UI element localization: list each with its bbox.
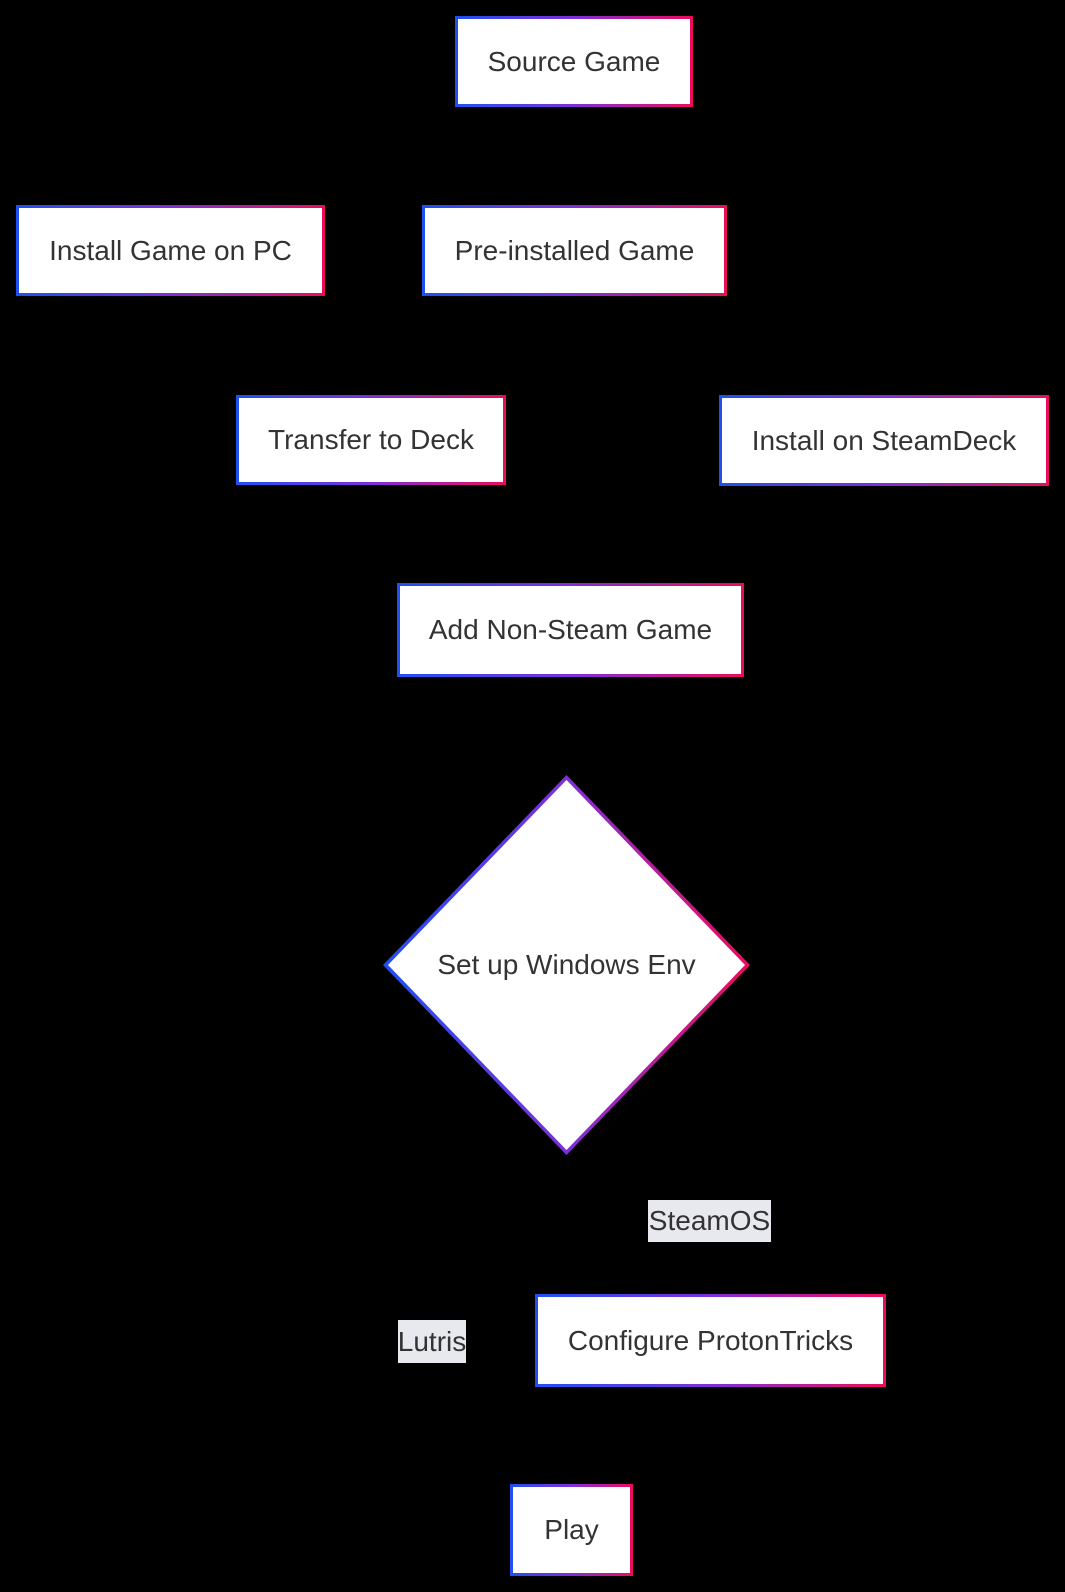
node-pre-installed-game-label: Pre-installed Game <box>425 208 724 293</box>
node-install-on-steamdeck-label: Install on SteamDeck <box>722 398 1046 483</box>
node-source-game-label: Source Game <box>458 19 690 104</box>
edge-label-lutris: Lutris <box>398 1320 466 1363</box>
node-install-game-on-pc: Install Game on PC <box>16 205 325 296</box>
node-play: Play <box>510 1484 633 1576</box>
decision-set-up-windows-env-label: Set up Windows Env <box>388 780 745 1150</box>
node-install-on-steamdeck: Install on SteamDeck <box>719 395 1049 486</box>
node-add-non-steam-game: Add Non-Steam Game <box>397 583 744 677</box>
node-pre-installed-game: Pre-installed Game <box>422 205 727 296</box>
node-play-label: Play <box>513 1487 630 1573</box>
node-configure-protontricks-label: Configure ProtonTricks <box>538 1297 883 1384</box>
node-install-game-on-pc-label: Install Game on PC <box>19 208 322 293</box>
node-configure-protontricks: Configure ProtonTricks <box>535 1294 886 1387</box>
decision-set-up-windows-env: Set up Windows Env <box>383 775 750 1155</box>
node-transfer-to-deck: Transfer to Deck <box>236 395 506 485</box>
node-add-non-steam-game-label: Add Non-Steam Game <box>400 586 741 674</box>
node-source-game: Source Game <box>455 16 693 107</box>
node-transfer-to-deck-label: Transfer to Deck <box>239 398 503 482</box>
edge-label-steamos: SteamOS <box>648 1200 771 1242</box>
